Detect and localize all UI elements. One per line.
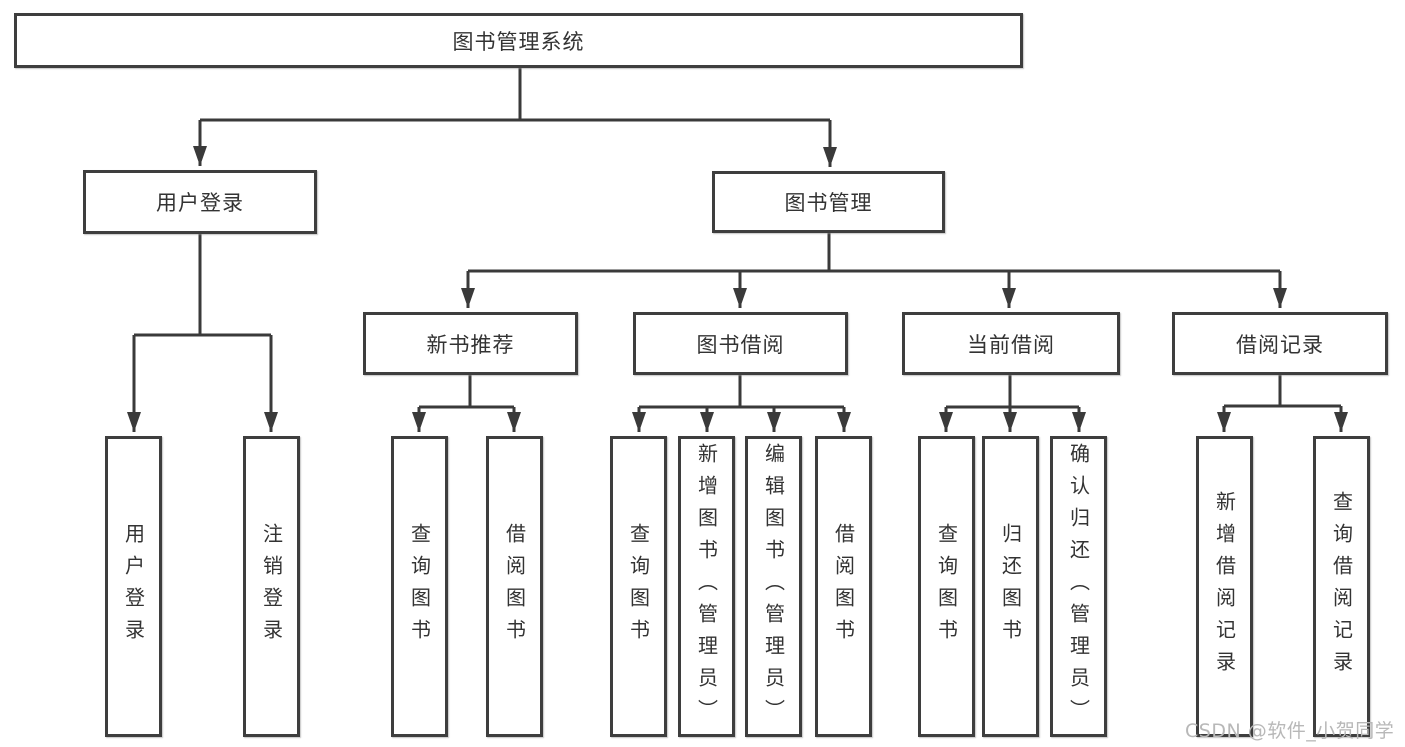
node-leaf-confirm-return-admin-label: 确认归还（管理员） — [1066, 442, 1091, 731]
node-leaf-confirm-return-admin: 确认归还（管理员） — [1050, 436, 1107, 737]
node-book-management-label: 图书管理 — [784, 191, 873, 215]
node-leaf-query-books-recommend-label: 查询图书 — [407, 522, 432, 651]
node-root-label: 图书管理系统 — [452, 29, 585, 54]
node-leaf-borrow-books-borrowing: 借阅图书 — [815, 436, 872, 737]
node-leaf-add-borrow-record-label: 新增借阅记录 — [1212, 490, 1237, 683]
node-leaf-query-books-recommend: 查询图书 — [391, 436, 448, 737]
node-user-login: 用户登录 — [83, 170, 317, 234]
node-leaf-logout: 注销登录 — [243, 436, 300, 737]
node-leaf-add-books-admin-label: 新增图书（管理员） — [694, 442, 719, 731]
node-new-book-recommend: 新书推荐 — [363, 312, 578, 375]
node-leaf-user-login: 用户登录 — [105, 436, 162, 737]
node-leaf-borrow-books-borrowing-label: 借阅图书 — [831, 522, 856, 651]
node-current-borrowing: 当前借阅 — [902, 312, 1120, 375]
node-leaf-query-books-current: 查询图书 — [918, 436, 975, 737]
node-leaf-add-books-admin: 新增图书（管理员） — [678, 436, 735, 737]
node-leaf-user-login-label: 用户登录 — [121, 522, 146, 651]
node-current-borrowing-label: 当前借阅 — [967, 332, 1055, 357]
node-leaf-logout-label: 注销登录 — [259, 522, 284, 651]
node-leaf-add-borrow-record: 新增借阅记录 — [1196, 436, 1253, 737]
node-new-book-recommend-label: 新书推荐 — [426, 332, 515, 357]
node-book-management: 图书管理 — [712, 171, 945, 233]
node-leaf-return-books: 归还图书 — [982, 436, 1039, 737]
node-leaf-query-books-current-label: 查询图书 — [934, 522, 959, 651]
node-leaf-query-books-borrowing: 查询图书 — [610, 436, 667, 737]
node-leaf-query-books-borrowing-label: 查询图书 — [626, 522, 651, 651]
node-leaf-borrow-books-recommend-label: 借阅图书 — [502, 522, 527, 651]
node-root: 图书管理系统 — [14, 13, 1023, 68]
node-leaf-query-borrow-record-label: 查询借阅记录 — [1329, 490, 1354, 683]
node-leaf-query-borrow-record: 查询借阅记录 — [1313, 436, 1370, 737]
node-book-borrowing-label: 图书借阅 — [696, 332, 785, 357]
node-leaf-edit-books-admin: 编辑图书（管理员） — [745, 436, 802, 737]
node-borrowing-records-label: 借阅记录 — [1236, 332, 1324, 357]
node-borrowing-records: 借阅记录 — [1172, 312, 1388, 375]
node-leaf-borrow-books-recommend: 借阅图书 — [486, 436, 543, 737]
node-leaf-edit-books-admin-label: 编辑图书（管理员） — [761, 442, 786, 731]
csdn-watermark: CSDN @软件_小贺同学 — [1185, 720, 1395, 742]
node-user-login-label: 用户登录 — [156, 191, 244, 215]
node-book-borrowing: 图书借阅 — [633, 312, 848, 375]
node-leaf-return-books-label: 归还图书 — [998, 522, 1023, 651]
